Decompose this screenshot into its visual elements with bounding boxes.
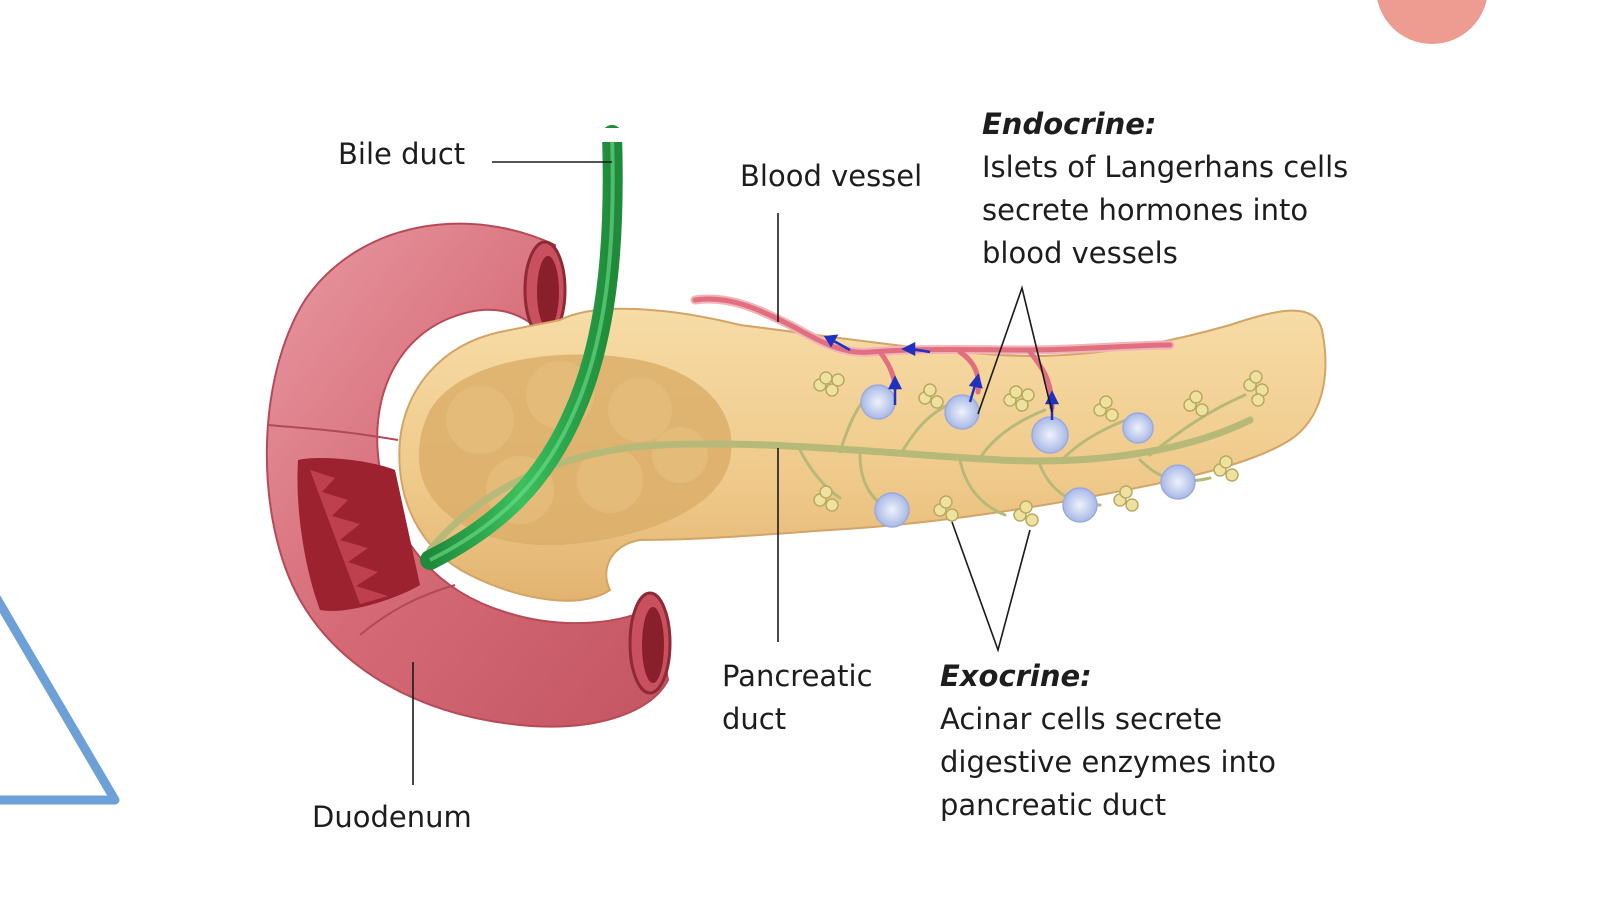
endocrine-line-1: Islets of Langerhans cells bbox=[982, 150, 1349, 184]
pancreatic-duct-label: Pancreatic duct bbox=[722, 655, 873, 741]
exocrine-label: Exocrine: Acinar cells secrete digestive… bbox=[940, 655, 1276, 827]
exocrine-line-1: Acinar cells secrete bbox=[940, 702, 1223, 736]
exocrine-line-3: pancreatic duct bbox=[940, 788, 1167, 822]
duodenum-shape bbox=[265, 222, 672, 728]
blood-vessel-label: Blood vessel bbox=[740, 159, 923, 193]
duodenum-label: Duodenum bbox=[312, 800, 472, 834]
endocrine-heading: Endocrine: bbox=[982, 107, 1157, 141]
pancreatic-duct-line-2: duct bbox=[722, 702, 787, 736]
exocrine-leader bbox=[951, 521, 1031, 653]
endocrine-line-3: blood vessels bbox=[982, 236, 1178, 270]
islets bbox=[860, 384, 1196, 528]
decor-circle bbox=[1377, 0, 1487, 44]
leader-lines bbox=[412, 161, 1053, 785]
exocrine-heading: Exocrine: bbox=[940, 659, 1092, 693]
bile-duct-label: Bile duct bbox=[338, 137, 466, 171]
endocrine-line-2: secrete hormones into bbox=[982, 193, 1309, 227]
decor-triangle bbox=[0, 595, 120, 805]
pancreatic-duct-line-1: Pancreatic bbox=[722, 659, 873, 693]
acinar-clusters bbox=[813, 370, 1269, 527]
endocrine-label: Endocrine: Islets of Langerhans cells se… bbox=[982, 103, 1348, 275]
bile-duct-shape bbox=[420, 125, 628, 570]
exocrine-line-2: digestive enzymes into bbox=[940, 745, 1277, 779]
endocrine-leader bbox=[977, 285, 1053, 415]
